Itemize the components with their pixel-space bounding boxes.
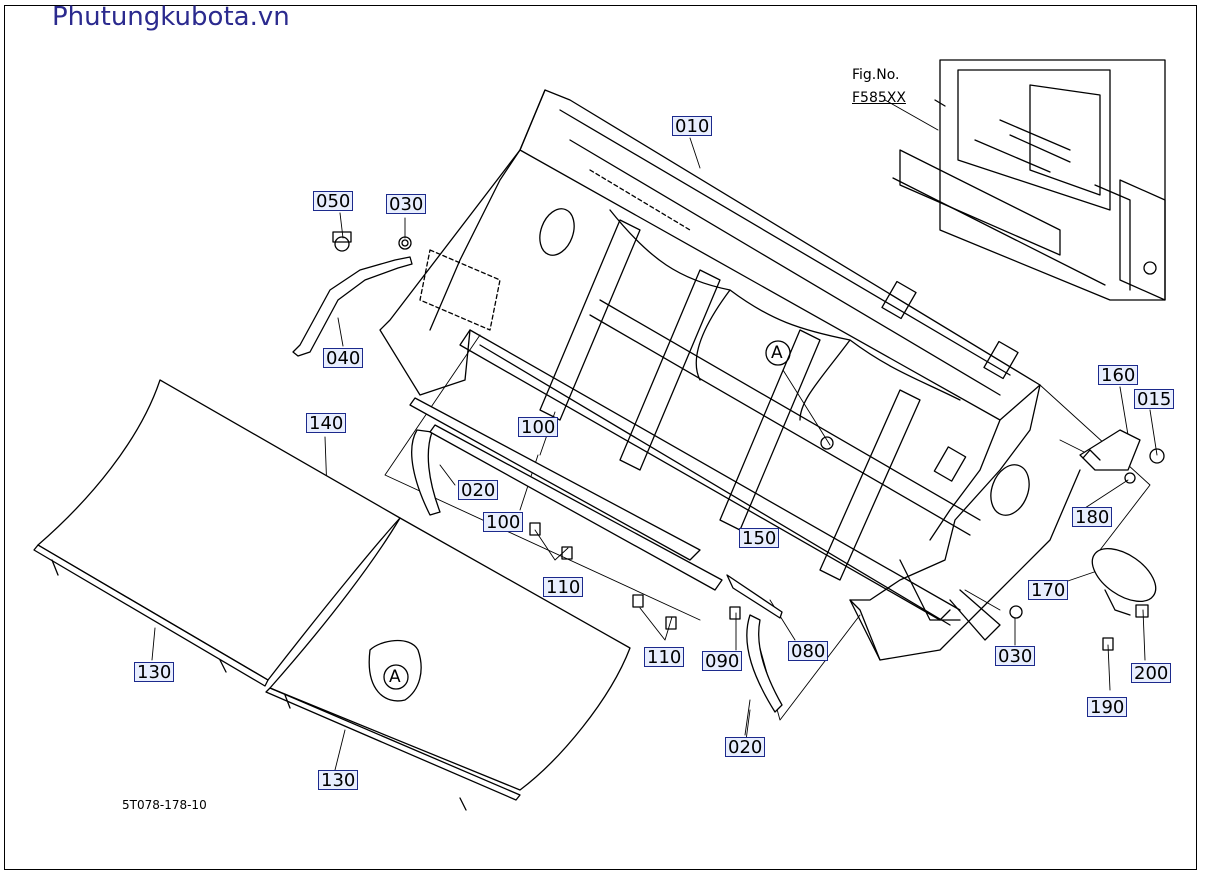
figure-reference-link[interactable]: F585XX (852, 90, 906, 106)
cover-130-left (33, 379, 401, 687)
drawing-frame (4, 5, 1197, 870)
bracket-040 (292, 231, 413, 357)
callout-180[interactable]: 180 (1072, 507, 1113, 528)
reference-assembly (892, 59, 1166, 301)
callout-130-right[interactable]: 130 (318, 770, 359, 791)
callout-100-top[interactable]: 100 (518, 417, 559, 438)
drawing-code: 5T078-178-10 (122, 798, 207, 812)
strip-100 (409, 397, 723, 591)
callout-040[interactable]: 040 (323, 348, 364, 369)
detail-markers (383, 340, 791, 690)
callout-100-bottom[interactable]: 100 (483, 512, 524, 533)
callout-030-top[interactable]: 030 (386, 194, 427, 215)
callout-160[interactable]: 160 (1098, 365, 1139, 386)
strip-080 (726, 574, 783, 619)
callout-015[interactable]: 015 (1134, 389, 1175, 410)
callout-050[interactable]: 050 (313, 191, 354, 212)
callout-080[interactable]: 080 (788, 641, 829, 662)
callout-150[interactable]: 150 (739, 528, 780, 549)
callout-190[interactable]: 190 (1087, 697, 1128, 718)
detail-a-marker-top: A (771, 343, 783, 363)
reflector-170 (1091, 547, 1157, 616)
callout-020-left[interactable]: 020 (458, 480, 499, 501)
bracket-160 (1079, 429, 1141, 471)
callout-200[interactable]: 200 (1131, 663, 1172, 684)
callout-110-left[interactable]: 110 (543, 577, 584, 598)
callout-110-right[interactable]: 110 (644, 647, 685, 668)
cover-020 (411, 429, 783, 713)
callout-170[interactable]: 170 (1028, 580, 1069, 601)
detail-a-marker-bottom: A (389, 667, 401, 687)
callout-130-left[interactable]: 130 (134, 662, 175, 683)
cover-130-right (265, 517, 631, 811)
callout-140[interactable]: 140 (306, 413, 347, 434)
callout-020-bottom[interactable]: 020 (725, 737, 766, 758)
figure-number-label: Fig.No. (852, 67, 900, 83)
callout-010[interactable]: 010 (672, 116, 713, 137)
callout-030-bottom[interactable]: 030 (995, 646, 1036, 667)
site-watermark: Phutungkubota.vn (52, 2, 290, 32)
callout-090[interactable]: 090 (702, 651, 743, 672)
